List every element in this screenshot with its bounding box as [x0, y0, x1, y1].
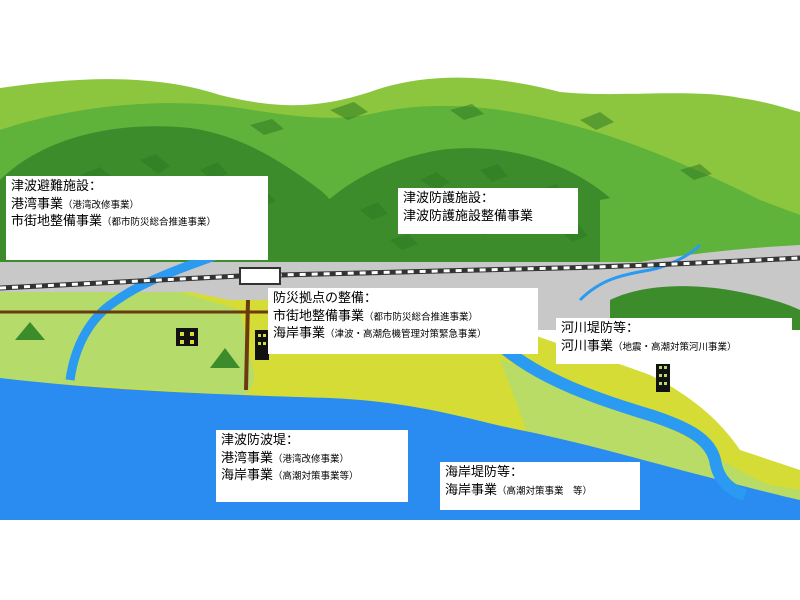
evacuation-line1-main: 港湾事業: [11, 196, 64, 212]
evacuation-line2-sub: （都市防災総合推進事業）: [102, 217, 217, 229]
label-river-embankment: 河川堤防等： 河川事業（地震・高潮対策河川事業）: [556, 318, 792, 364]
protection-title: 津波防護施設：: [403, 191, 495, 206]
breakwater-line2-main: 海岸事業: [221, 468, 274, 484]
river-right: [496, 340, 748, 501]
station-icon: [239, 267, 281, 285]
evacuation-line2-main: 市街地整備事業: [11, 214, 103, 230]
building-icon: [656, 362, 670, 392]
base-line1-main: 市街地整備事業: [273, 308, 365, 324]
label-tsunami-evacuation-facility: 津波避難施設： 港湾事業（港湾改修事業） 市街地整備事業（都市防災総合推進事業）: [6, 176, 268, 260]
breakwater-line1-main: 港湾事業: [221, 450, 274, 466]
base-line2-sub: （津波・高潮危機管理対策緊急事業）: [325, 329, 487, 341]
breakwater-line1-sub: （港湾改修事業）: [273, 453, 350, 465]
seawall-line1-sub: （高潮対策事業 等）: [497, 485, 593, 497]
mountain-hill-right: [600, 195, 800, 262]
river-line1-main: 河川事業: [561, 338, 614, 354]
river-upper-right: [578, 243, 702, 302]
label-tsunami-protection-facility: 津波防護施設： 津波防護施設整備事業: [398, 188, 578, 234]
base-line2-main: 海岸事業: [273, 326, 326, 342]
breakwater-line2-sub: （高潮対策事業等）: [273, 471, 359, 483]
building-icon: [255, 330, 269, 360]
evacuation-title: 津波避難施設：: [11, 179, 103, 194]
base-line1-sub: （都市防災総合推進事業）: [364, 311, 479, 323]
base-title: 防災拠点の整備：: [273, 291, 378, 306]
road-vertical: [244, 299, 250, 391]
seawall-line1-main: 海岸事業: [445, 482, 498, 498]
building-icon: [176, 328, 198, 346]
label-disaster-prevention-base: 防災拠点の整備： 市街地整備事業（都市防災総合推進事業） 海岸事業（津波・高潮危…: [268, 288, 538, 354]
label-coastal-embankment: 海岸堤防等： 海岸事業（高潮対策事業 等）: [440, 462, 640, 510]
railway-ties: [0, 256, 800, 290]
tree-icon: [15, 322, 45, 340]
protection-line1-main: 津波防護施設整備事業: [403, 208, 534, 224]
tree-icon: [210, 348, 240, 368]
river-title: 河川堤防等：: [561, 321, 640, 336]
evacuation-line1-sub: （港湾改修事業）: [63, 199, 140, 211]
label-tsunami-breakwater: 津波防波堤： 港湾事業（港湾改修事業） 海岸事業（高潮対策事業等）: [216, 430, 408, 502]
seawall-title: 海岸堤防等：: [445, 465, 524, 480]
lowland-lightgreen: [0, 292, 255, 395]
river-line1-sub: （地震・高潮対策河川事業）: [613, 341, 737, 353]
breakwater-title: 津波防波堤：: [221, 433, 300, 448]
